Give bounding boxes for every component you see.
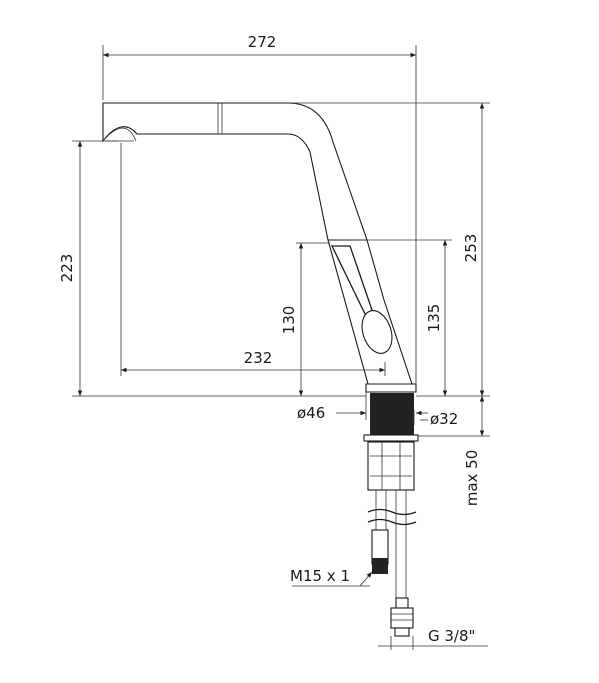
dimension-spout-reach: 232 [244,349,273,367]
faucet-base [365,383,417,393]
dimension-lines [72,45,490,650]
label-hose-thread: M15 x 1 [290,567,350,585]
dimension-body-height-right: 135 [425,304,443,333]
lever-knob [361,310,393,354]
spout [102,102,368,241]
faucet-outline [102,102,417,393]
dimension-hole-diameter: ø32 [430,410,458,428]
lever-slot [330,245,373,318]
dimension-max-deck-thickness: max 50 [463,450,481,507]
aerator [102,127,137,142]
dimension-overall-height: 253 [462,234,480,263]
label-supply-thread: G 3/8" [428,627,475,645]
dimension-body-height-left: 130 [280,306,298,335]
dimension-base-diameter: ø46 [297,404,325,422]
dimension-overall-width: 272 [248,33,277,51]
threaded-shank [363,393,419,491]
supply-hoses [367,490,417,637]
dimension-spout-height: 223 [58,254,76,283]
